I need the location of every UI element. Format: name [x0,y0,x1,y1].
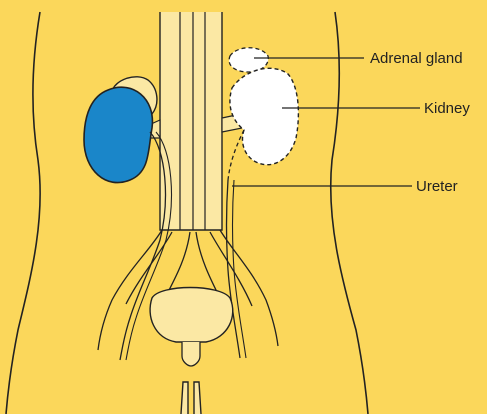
urethra-left [181,382,188,414]
urethra-neck [182,342,200,366]
great-vessels [160,12,222,230]
label-adrenal-gland: Adrenal gland [370,50,463,67]
bladder [150,288,233,343]
left-kidney [84,87,152,182]
label-kidney: Kidney [424,100,470,117]
label-ureter: Ureter [416,178,458,195]
urethra-right [194,382,201,414]
